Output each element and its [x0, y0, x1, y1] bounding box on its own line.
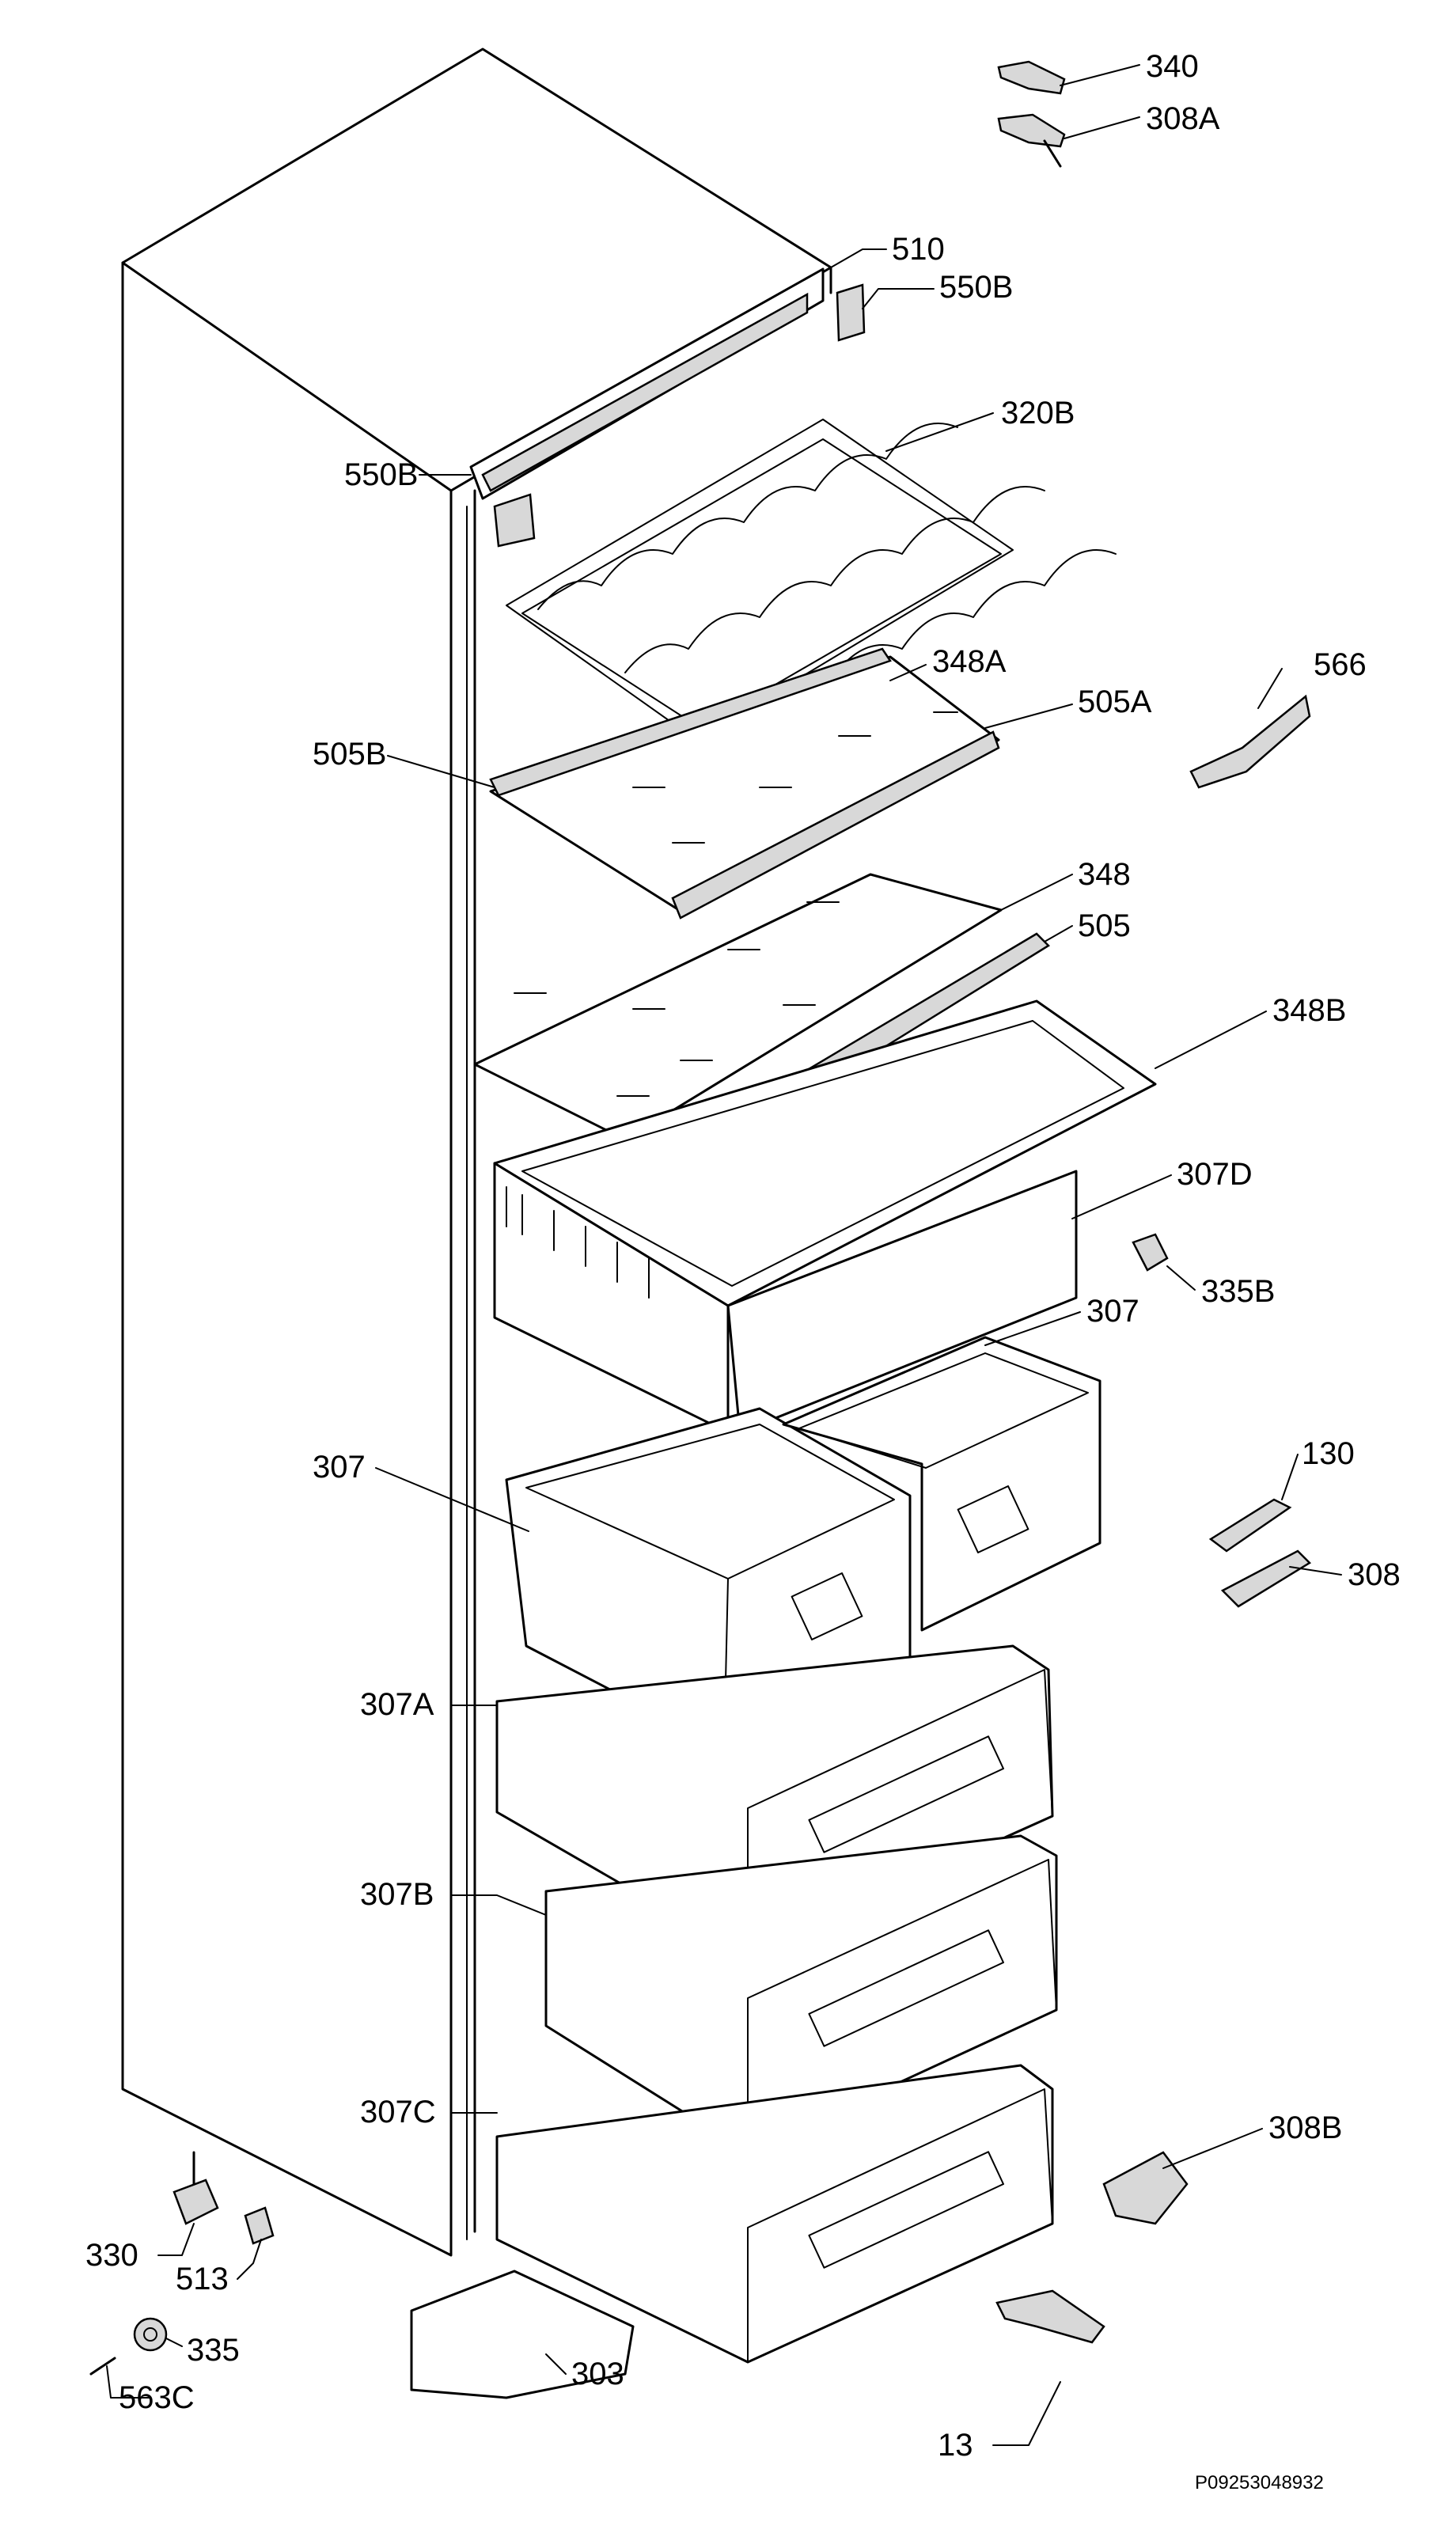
label-335b: 335B: [1201, 1274, 1275, 1309]
part-303-plinth: [410, 2270, 635, 2399]
reference-code: P09253048932: [1195, 2472, 1324, 2493]
part-550b-hinge-cover: [493, 283, 866, 548]
part-348a-glass-shelf: [489, 647, 1000, 920]
part-307b-drawer: [544, 1834, 1058, 2154]
label-566: 566: [1314, 647, 1367, 682]
label-348a: 348A: [932, 644, 1007, 679]
part-308-hinge: [1220, 1549, 1312, 1608]
part-510-top-cover: [469, 267, 825, 500]
label-550b-top: 550B: [939, 270, 1013, 305]
label-510: 510: [892, 232, 945, 267]
label-505a: 505A: [1078, 684, 1152, 719]
label-348b: 348B: [1272, 993, 1346, 1028]
label-563c: 563C: [119, 2380, 195, 2415]
part-513-clip: [244, 2206, 275, 2245]
part-308a-hinge: [997, 113, 1066, 168]
part-320b-bottle-rack: [506, 419, 1117, 741]
label-308b: 308B: [1268, 2110, 1342, 2145]
part-13-door-hinge: [995, 2289, 1105, 2344]
label-13: 13: [938, 2428, 973, 2463]
part-308b-lower-hinge: [1102, 2151, 1189, 2225]
label-307d: 307D: [1177, 1157, 1253, 1192]
part-335-bushing: [133, 2317, 168, 2352]
label-307a: 307A: [360, 1687, 434, 1722]
label-505: 505: [1078, 908, 1131, 943]
label-307c: 307C: [360, 2095, 436, 2129]
label-308a: 308A: [1146, 101, 1220, 136]
label-308: 308: [1348, 1557, 1401, 1592]
label-307-left: 307: [313, 1450, 366, 1485]
label-340: 340: [1146, 49, 1199, 84]
label-330: 330: [85, 2238, 138, 2273]
part-563c-pin: [89, 2357, 116, 2376]
refrigerator-cabinet: [121, 47, 832, 2257]
label-513: 513: [176, 2262, 229, 2296]
part-330-adjustable-foot: [173, 2151, 219, 2225]
label-505b: 505B: [313, 737, 386, 772]
part-307-drawer-left: [505, 1407, 912, 1750]
label-348: 348: [1078, 857, 1131, 892]
leader-lines: [106, 64, 1342, 2446]
label-307b: 307B: [360, 1877, 434, 1912]
part-335b-clip: [1132, 1233, 1169, 1272]
part-307c-drawer: [495, 2064, 1054, 2364]
part-340-hinge-cap: [997, 60, 1066, 95]
label-550b-left: 550B: [344, 457, 418, 492]
label-303: 303: [571, 2357, 624, 2391]
label-320b: 320B: [1001, 396, 1075, 430]
part-307-drawer-right: [782, 1336, 1101, 1632]
label-307-right: 307: [1086, 1294, 1139, 1329]
label-335: 335: [187, 2333, 240, 2368]
label-130: 130: [1302, 1436, 1355, 1471]
part-566-bracket: [1189, 694, 1311, 789]
part-labels: 340 308A 510 550B 320B 550B 348A 505A 56…: [85, 49, 1401, 2493]
part-130-hinge-bracket: [1208, 1498, 1292, 1553]
